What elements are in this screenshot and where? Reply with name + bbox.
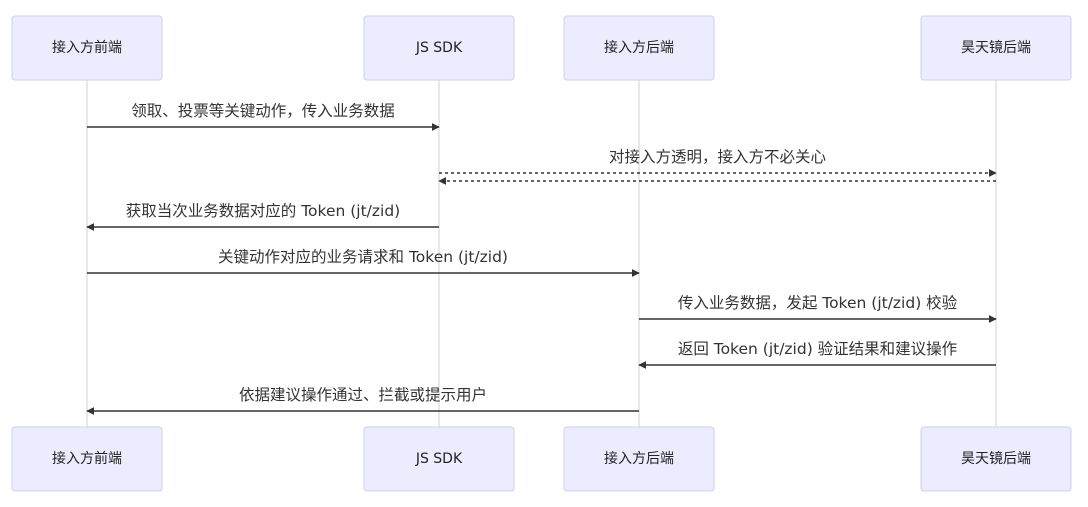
message-6: 依据建议操作通过、拦截或提示用户 — [86, 386, 639, 415]
participant-top-3: 昊天镜后端 — [920, 15, 1072, 81]
participant-top-2: 接入方后端 — [563, 15, 715, 81]
message-2: 获取当次业务数据对应的 Token (jt/zid) — [86, 201, 439, 231]
message-label: 对接入方透明，接入方不必关心 — [609, 148, 826, 166]
participant-label: JS SDK — [415, 451, 463, 467]
participant-box — [363, 15, 515, 81]
message-label: 传入业务数据，发起 Token (jt/zid) 校验 — [678, 294, 958, 312]
participant-label: 接入方后端 — [604, 39, 674, 56]
participant-box — [920, 426, 1072, 492]
message-3: 关键动作对应的业务请求和 Token (jt/zid) — [87, 247, 640, 277]
participant-bottom-3: 昊天镜后端 — [920, 426, 1072, 492]
participant-box — [11, 15, 163, 81]
participant-label: 接入方前端 — [52, 39, 122, 56]
participant-label: 接入方前端 — [52, 450, 122, 467]
participant-box — [363, 426, 515, 492]
message-1: 对接入方透明，接入方不必关心 — [438, 148, 997, 185]
message-label: 获取当次业务数据对应的 Token (jt/zid) — [126, 201, 400, 220]
participant-top-1: JS SDK — [363, 15, 515, 81]
participant-bottom-1: JS SDK — [363, 426, 515, 492]
participant-box — [11, 426, 163, 492]
message-label: 返回 Token (jt/zid) 验证结果和建议操作 — [678, 340, 957, 358]
message-5: 返回 Token (jt/zid) 验证结果和建议操作 — [638, 340, 996, 369]
participant-top-0: 接入方前端 — [11, 15, 163, 81]
message-label: 关键动作对应的业务请求和 Token (jt/zid) — [218, 247, 508, 266]
participant-label: JS SDK — [415, 40, 463, 56]
participant-label: 昊天镜后端 — [961, 451, 1031, 467]
participant-bottom-0: 接入方前端 — [11, 426, 163, 492]
participant-label: 昊天镜后端 — [961, 40, 1031, 56]
participant-box — [563, 15, 715, 81]
message-0: 领取、投票等关键动作，传入业务数据 — [87, 102, 440, 131]
participant-label: 接入方后端 — [604, 450, 674, 467]
message-label: 领取、投票等关键动作，传入业务数据 — [131, 102, 395, 120]
message-label: 依据建议操作通过、拦截或提示用户 — [239, 386, 487, 404]
participant-bottom-2: 接入方后端 — [563, 426, 715, 492]
participant-box — [920, 15, 1072, 81]
message-4: 传入业务数据，发起 Token (jt/zid) 校验 — [639, 294, 997, 323]
participant-box — [563, 426, 715, 492]
